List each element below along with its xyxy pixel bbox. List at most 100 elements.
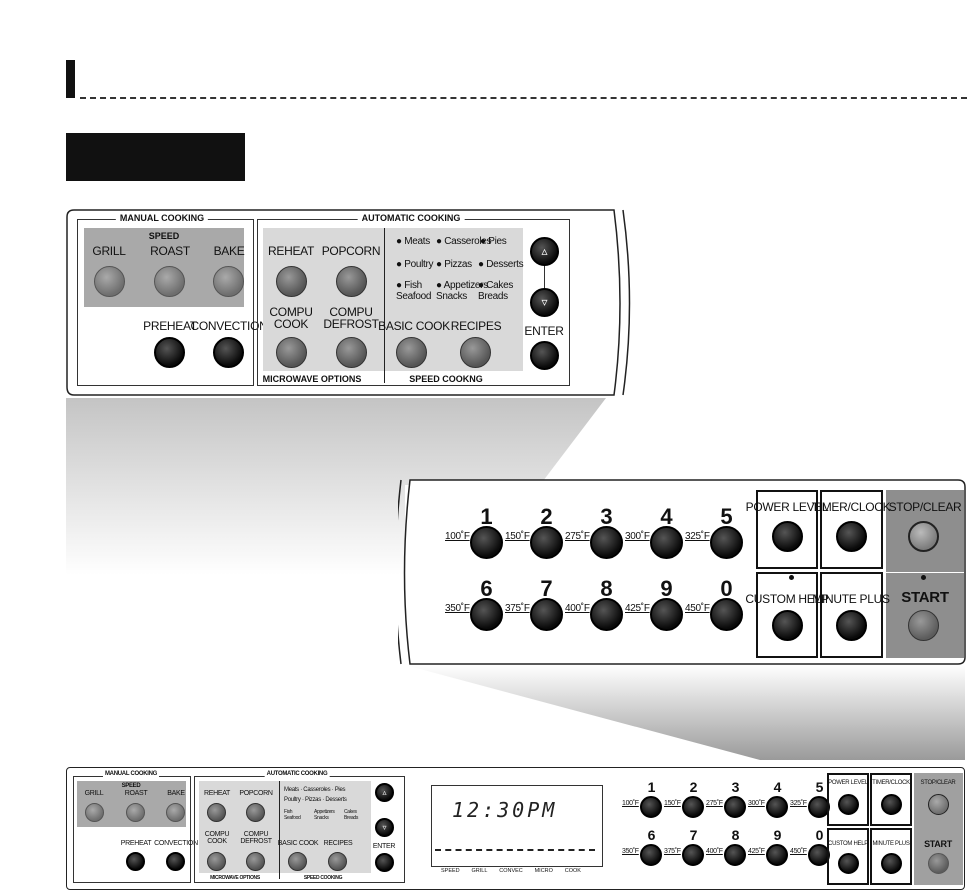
mini-food-cakes: Cakes Breads (344, 809, 359, 821)
mini-key-9-button[interactable] (766, 844, 788, 866)
key-9-button[interactable] (650, 598, 683, 631)
recipes-button[interactable] (460, 337, 491, 368)
temp-7-label: 375˚F (505, 603, 530, 614)
mini-key-8-button[interactable] (724, 844, 746, 866)
arrow-up-icon[interactable]: ▵ (530, 237, 559, 266)
arrow-connector (544, 250, 545, 300)
start-button[interactable] (908, 610, 939, 641)
popcorn-button[interactable] (336, 266, 367, 297)
mini-timer-clock-button[interactable] (881, 794, 902, 815)
timer-clock-button[interactable] (836, 521, 867, 552)
mini-power-level-button[interactable] (838, 794, 859, 815)
grill-button[interactable] (94, 266, 125, 297)
temp-0-label: 450˚F (685, 603, 710, 614)
automatic-cooking-title: AUTOMATIC COOKING (357, 214, 465, 223)
compu-cook-label: COMPU COOK (269, 305, 313, 331)
temp-4-label: 300˚F (625, 531, 650, 542)
mini-compu-defrost-button[interactable] (246, 852, 265, 871)
stop-clear-button[interactable] (908, 521, 939, 552)
mini-food-list: Meats · Casseroles · Pies Poultry · Pizz… (284, 787, 347, 803)
key-5-button[interactable] (710, 526, 743, 559)
key-3-button[interactable] (590, 526, 623, 559)
indicator-speed: SPEED (441, 868, 460, 874)
key-6-button[interactable] (470, 598, 503, 631)
mini-stop-clear-button[interactable] (928, 794, 949, 815)
mini-key-6-button[interactable] (640, 844, 662, 866)
arrow-down-icon[interactable]: ▿ (530, 288, 559, 317)
enter-label: ENTER (524, 324, 564, 338)
food-pizzas[interactable]: ● Pizzas (436, 259, 472, 270)
mini-preheat-label: PREHEAT (120, 840, 152, 847)
food-cakes-breads[interactable]: ● Cakes Breads (478, 280, 514, 302)
preheat-button[interactable] (154, 337, 185, 368)
food-casseroles[interactable]: ● Casseroles (436, 236, 492, 247)
mini-temp-6-label: 350˚F (622, 848, 639, 855)
mini-key-7-button[interactable] (682, 844, 704, 866)
mini-preheat-button[interactable] (126, 852, 145, 871)
mini-enter-button[interactable] (375, 853, 394, 872)
mini-start-button[interactable] (928, 853, 949, 874)
temp-8-label: 400˚F (565, 603, 590, 614)
mini-arrow-down-icon[interactable]: ▿ (375, 818, 394, 837)
mini-convection-button[interactable] (166, 852, 185, 871)
basic-cook-button[interactable] (396, 337, 427, 368)
mini-temp-1-label: 100˚F (622, 800, 639, 807)
mini-key-1-button[interactable] (640, 796, 662, 818)
mini-key-9-label: 9 (773, 827, 782, 843)
section-header-bar (66, 60, 75, 98)
mini-key-4-button[interactable] (766, 796, 788, 818)
key-8-label: 8 (600, 576, 612, 601)
mini-key-3-button[interactable] (724, 796, 746, 818)
section-label-tab (66, 133, 245, 181)
mini-key-0-button[interactable] (808, 844, 830, 866)
mini-grill-button[interactable] (85, 803, 104, 822)
key-0-button[interactable] (710, 598, 743, 631)
mini-minute-plus-button[interactable] (881, 853, 902, 874)
auto-divider (384, 228, 385, 383)
custom-help-button[interactable] (772, 610, 803, 641)
key-4-button[interactable] (650, 526, 683, 559)
food-poultry[interactable]: ● Poultry (396, 259, 434, 270)
mini-temp-4-label: 300˚F (748, 800, 765, 807)
mini-arrow-up-icon[interactable]: ▵ (375, 783, 394, 802)
mini-bake-button[interactable] (166, 803, 185, 822)
food-pies[interactable]: ● Pies (480, 236, 507, 247)
key-8-button[interactable] (590, 598, 623, 631)
enter-button[interactable] (530, 341, 559, 370)
mini-key-6-label: 6 (647, 827, 656, 843)
reheat-button[interactable] (276, 266, 307, 297)
mini-basic-cook-button[interactable] (288, 852, 307, 871)
mini-compu-cook-button[interactable] (207, 852, 226, 871)
display-window (431, 785, 603, 867)
speed-cooking-label: SPEED COOKNG (409, 374, 483, 384)
key-1-button[interactable] (470, 526, 503, 559)
display-dashes (435, 849, 595, 851)
food-fish-seafood[interactable]: ● Fish Seafood (396, 280, 432, 302)
compu-cook-button[interactable] (276, 337, 307, 368)
timer-clock-label: TIMER/CLOCK (811, 500, 891, 514)
mini-compu-defrost-label: COMPU DEFROST (240, 831, 272, 845)
mini-manual-title: MANUAL COOKING (102, 771, 160, 777)
mini-roast-button[interactable] (126, 803, 145, 822)
key-7-label: 7 (540, 576, 552, 601)
minute-plus-button[interactable] (836, 610, 867, 641)
convection-button[interactable] (213, 337, 244, 368)
mini-recipes-button[interactable] (328, 852, 347, 871)
food-appetizers-snacks[interactable]: ● Appetizers Snacks (436, 280, 488, 302)
mini-key-2-button[interactable] (682, 796, 704, 818)
mini-custom-help-frame (827, 828, 869, 885)
roast-button[interactable] (154, 266, 185, 297)
food-meats[interactable]: ● Meats (396, 236, 430, 247)
compu-defrost-button[interactable] (336, 337, 367, 368)
mini-key-5-button[interactable] (808, 796, 830, 818)
mini-custom-help-button[interactable] (838, 853, 859, 874)
key-7-button[interactable] (530, 598, 563, 631)
mini-key-1-label: 1 (647, 779, 656, 795)
mini-popcorn-button[interactable] (246, 803, 265, 822)
power-level-button[interactable] (772, 521, 803, 552)
mini-temp-0-label: 450˚F (790, 848, 807, 855)
bake-button[interactable] (213, 266, 244, 297)
food-desserts[interactable]: ● Desserts (478, 259, 524, 270)
mini-reheat-button[interactable] (207, 803, 226, 822)
key-2-button[interactable] (530, 526, 563, 559)
